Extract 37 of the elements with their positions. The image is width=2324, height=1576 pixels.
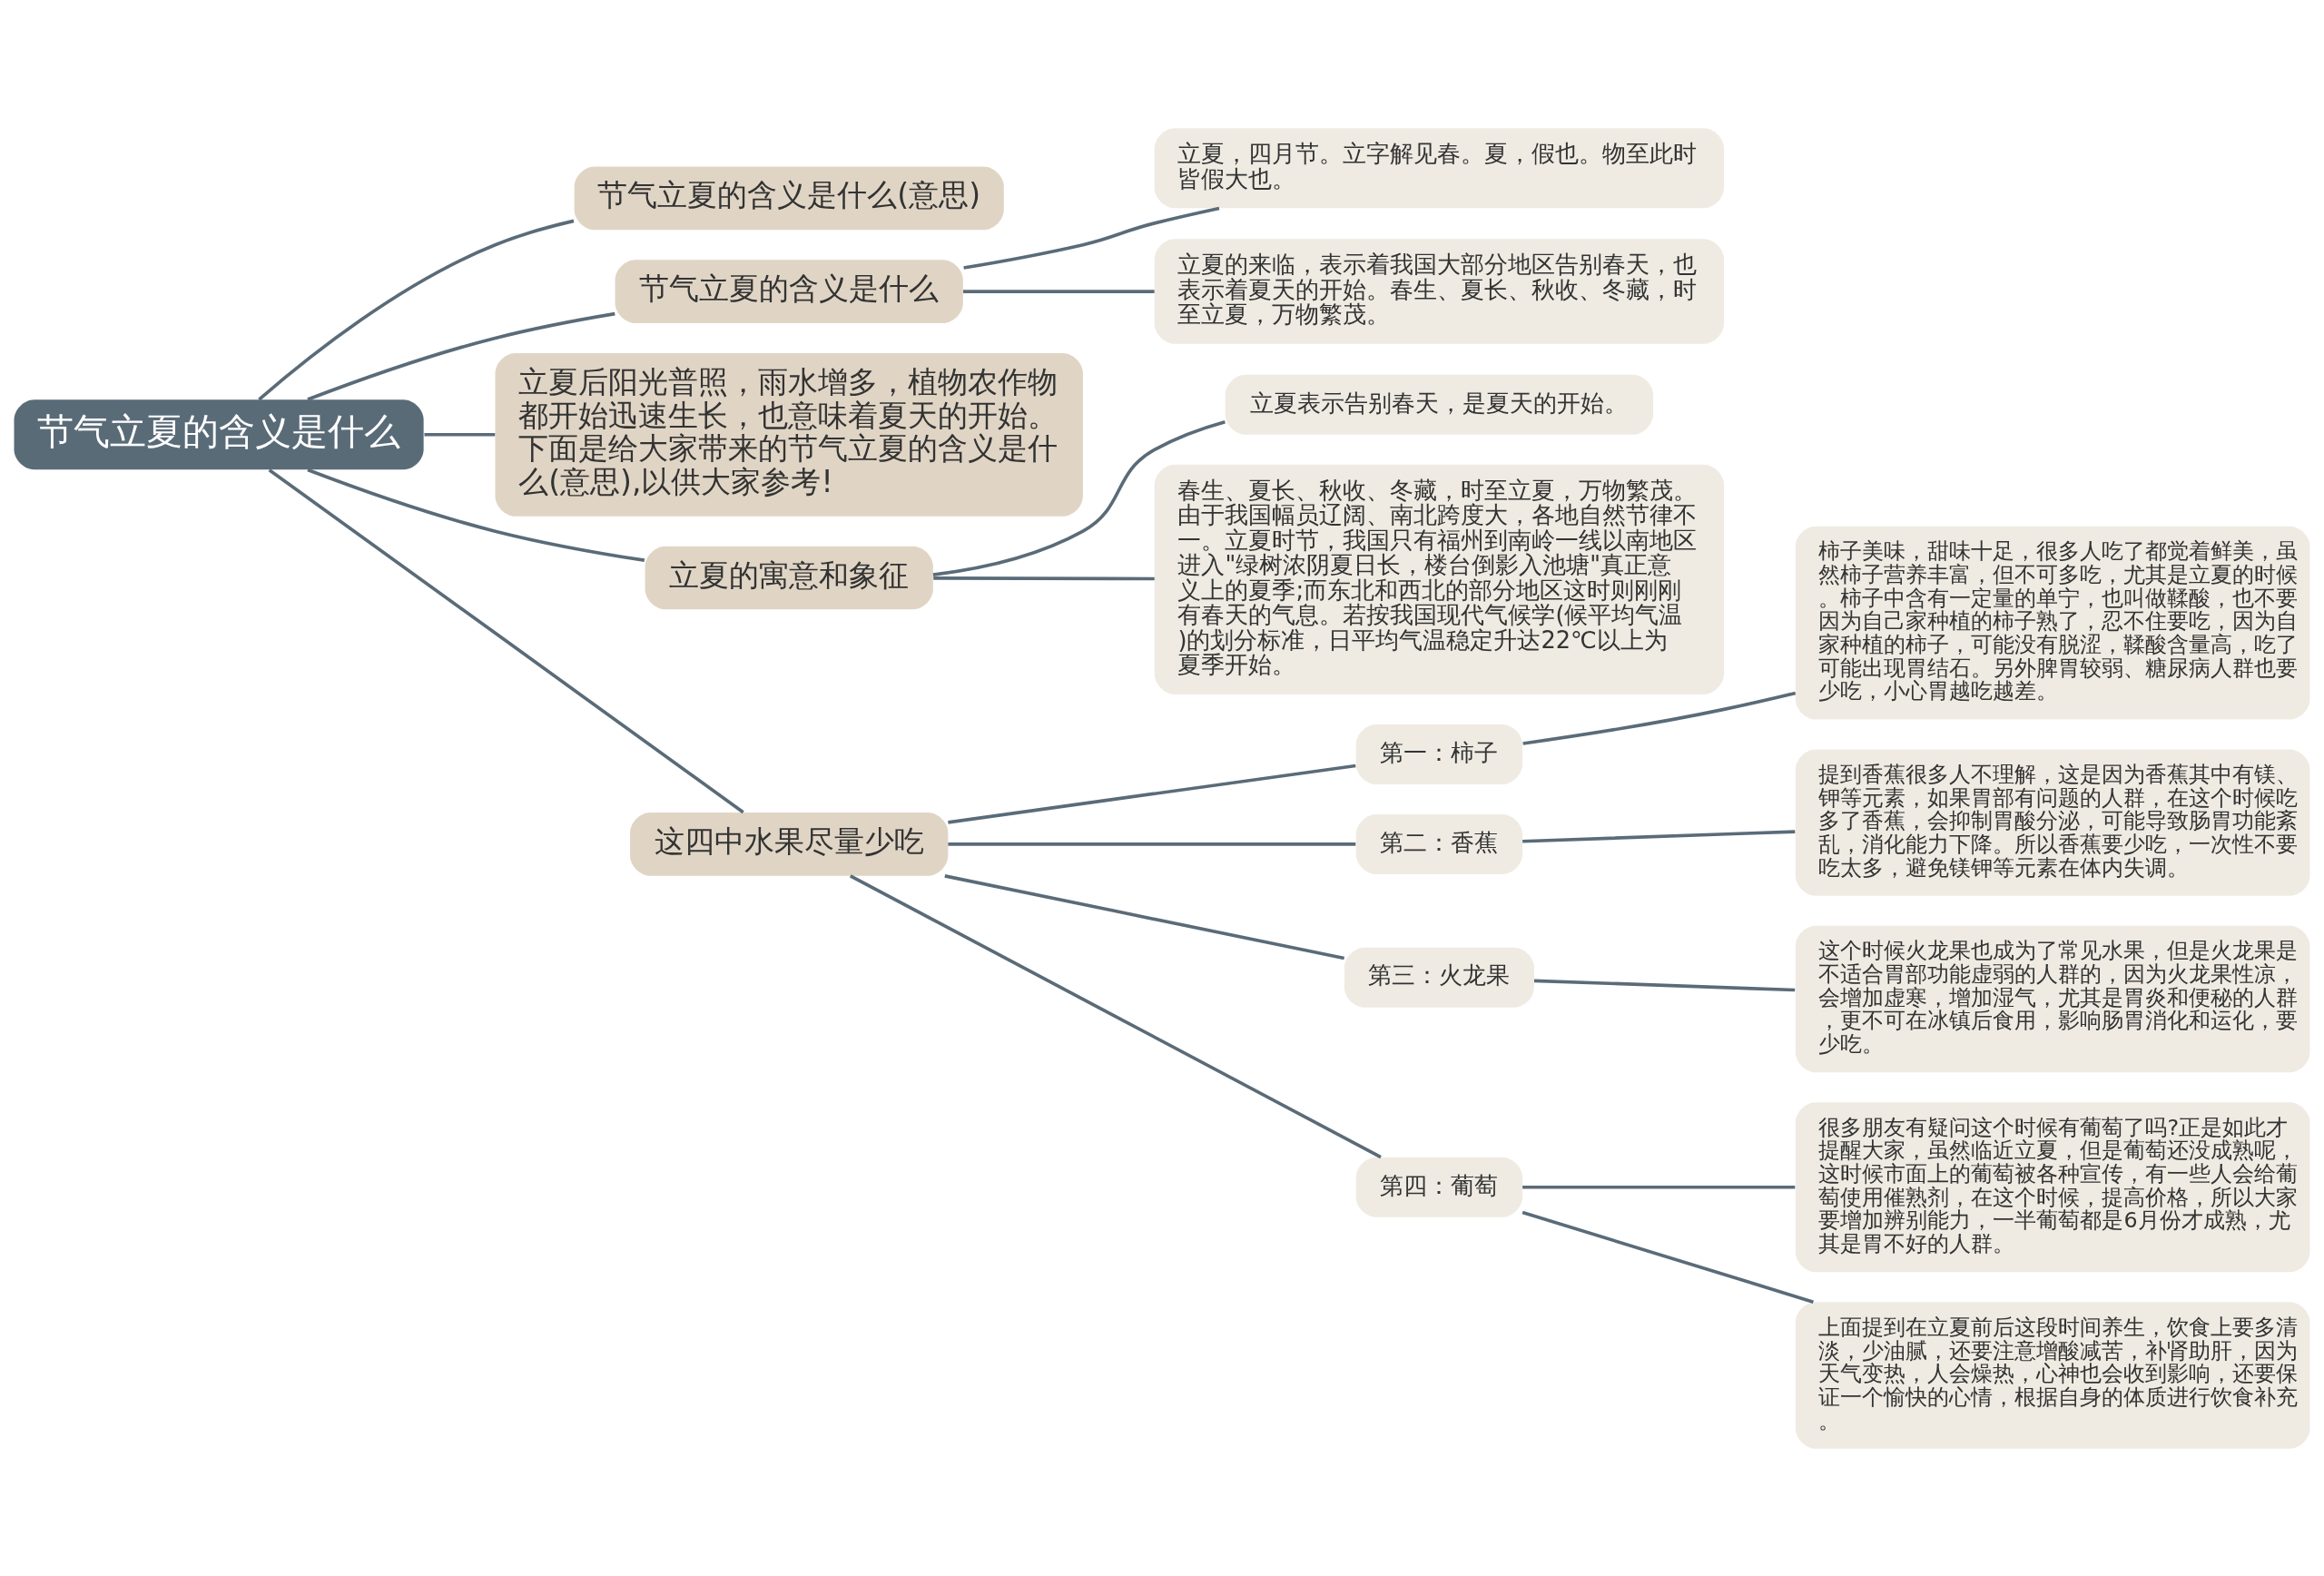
connector [424, 432, 496, 437]
node-box: 节气立夏的含义是什么(意思) [574, 166, 1004, 230]
node-box: 柿子美味，甜味十足，很多人吃了都觉着鲜美，虽然柿子营养丰富，但不可多吃，尤其是立夏的时候。柿子中含有一定量的单宁，也叫做鞣酸，也不要因为自己家种植的柿子熟了，忍不住要吃，因为自家种植的柿子，可能没有脱涩，鞣酸含量高，吃了可能出现胃结石。另外脾胃较弱、糖尿病人群也要少吃，小心胃越吃越差。 [1795, 526, 2310, 719]
connector [932, 419, 1226, 576]
connector [1521, 1210, 1814, 1304]
node-box: 节气立夏的含义是什么 [615, 259, 963, 323]
node-box: 第一：柿子 [1355, 724, 1523, 784]
node-box: 立夏，四月节。立字解见春。夏，假也。物至此时皆假大也。 [1154, 127, 1724, 208]
node-box: 第二：香蕉 [1355, 813, 1523, 874]
connector [933, 576, 1155, 580]
connector [963, 289, 1155, 293]
connector [1522, 691, 1797, 745]
node-box: 立夏后阳光普照，雨水增多，植物农作物都开始迅速生长，也意味着夏天的开始。下面是给大家带来的节气立夏的含义是什么(意思),以供大家参考! [495, 352, 1083, 517]
connector [268, 468, 744, 813]
node-box: 春生、夏长、秋收、冬藏，时至立夏，万物繁茂。由于我国幅员辽阔、南北跨度大，各地自然节律不一。立夏时节，我国只有福州到南岭一线以南地区进入"绿树浓阴夏日长，楼台倒影入池塘"真正意义上的夏季;而东北和西北的部分地区这时则刚刚有春天的气息。若按我国现代气候学(候平均气温)的划分标准，日平均气温稳定升达22℃以上为夏季开始。 [1154, 464, 1724, 694]
node-box: 很多朋友有疑问这个时候有葡萄了吗?正是如此才提醒大家，虽然临近立夏，但是葡萄还没成熟呢，这时候市面上的葡萄被各种宣传，有一些人会给葡萄使用催熟剂，在这个时候，提高价格，所以大家要增加辨别能力，一半葡萄都是6月份才成熟，尤其是胃不好的人群。 [1795, 1101, 2310, 1272]
node-box: 这个时候火龙果也成为了常见水果，但是火龙果是不适合胃部功能虚弱的人群的，因为火龙果性凉，会增加虚寒，增加湿气，尤其是胃炎和便秘的人群，更不可在冰镇后食用，影响肠胃消化和运化，要少吃。 [1795, 925, 2310, 1072]
connector [258, 219, 575, 400]
connector [963, 206, 1220, 270]
connector [849, 873, 1382, 1158]
node-box: 提到香蕉很多人不理解，这是因为香蕉其中有镁、钾等元素，如果胃部有问题的人群，在这个时候吃多了香蕉，会抑制胃酸分泌，可能导致肠胃功能紊乱，消化能力下降。所以香蕉要少吃，一次性不要吃太多，避免镁钾等元素在体内失调。 [1795, 748, 2310, 896]
node-box: 节气立夏的含义是什么 [14, 399, 424, 469]
connector [1533, 978, 1796, 991]
node-box: 立夏表示告别春天，是夏天的开始。 [1225, 374, 1653, 435]
connector [948, 763, 1356, 824]
connector [948, 842, 1356, 846]
connector [307, 311, 615, 401]
node-box: 第四：葡萄 [1355, 1157, 1523, 1217]
node-box: 立夏的来临，表示着我国大部分地区告别春天，也表示着夏天的开始。春生、夏长、秋收、冬藏，时至立夏，万物繁茂。 [1154, 238, 1724, 344]
connector [307, 468, 645, 562]
node-box: 第三：火龙果 [1344, 947, 1534, 1008]
connector [1522, 1185, 1796, 1189]
connector [1522, 829, 1796, 843]
node-box: 上面提到在立夏前后这段时间养生，饮食上要多清淡，少油腻，还要注意增酸减苦，补肾助肝，因为天气变热，人会燥热，心神也会收到影响，还要保证一个愉快的心情，根据自身的体质进行饮食补充。 [1795, 1301, 2310, 1449]
node-box: 这四中水果尽量少吃 [630, 812, 949, 876]
node-box: 立夏的寓意和象征 [645, 546, 933, 609]
connector [944, 873, 1344, 960]
